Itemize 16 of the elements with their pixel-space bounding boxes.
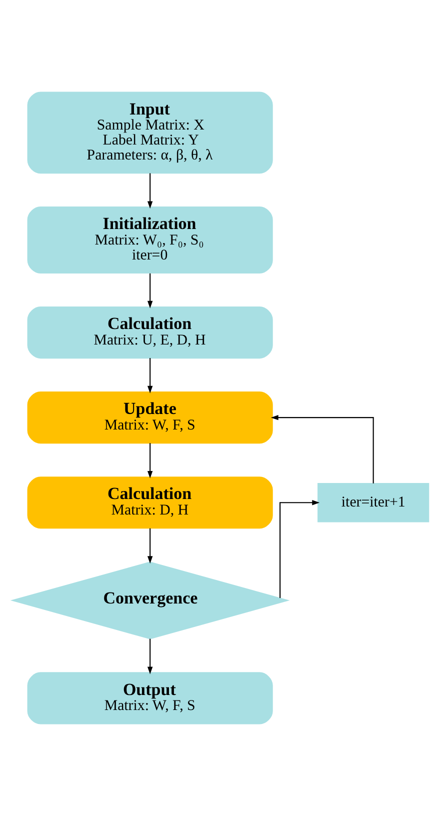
node-diamond: Convergence — [10, 562, 290, 640]
node-box: Calculation Matrix: D, H — [27, 476, 273, 529]
node-box: Input Sample Matrix: X Label Matrix: Y Parameters: α, β, θ, λ — [27, 92, 273, 174]
arrow — [147, 358, 153, 394]
node-box: iter=iter+1 — [318, 482, 430, 522]
arrow — [147, 173, 153, 209]
arrow — [280, 500, 320, 598]
arrow — [147, 638, 153, 674]
node-box: Calculation Matrix: U, E, D, H — [27, 306, 273, 359]
arrow — [147, 273, 153, 308]
arrow — [270, 414, 374, 484]
node-box: Update Matrix: W, F, S — [27, 392, 273, 444]
node-box: Output Matrix: W, F, S — [27, 672, 273, 724]
arrow — [147, 443, 153, 478]
node-box: Initialization Matrix: W₀, F₀, S₀ iter=0 — [27, 206, 273, 274]
arrow — [147, 528, 153, 564]
